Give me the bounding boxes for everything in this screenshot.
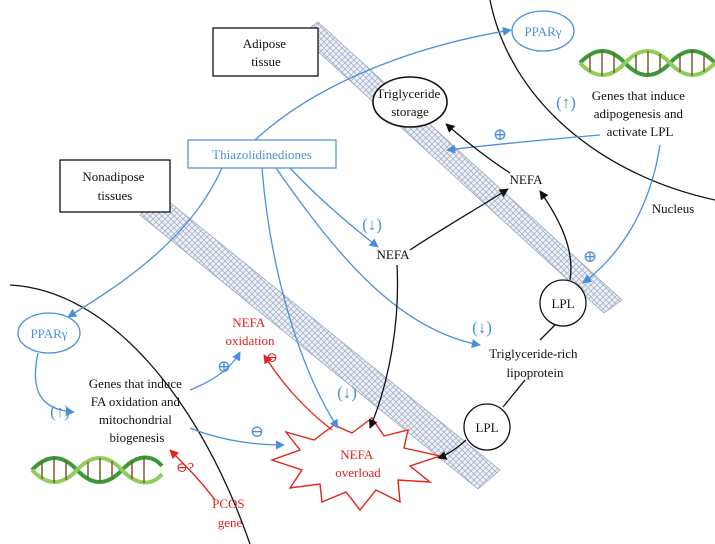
plus-sign-lpl: ⊕ bbox=[583, 247, 597, 266]
arrow-tzd-to-trl bbox=[275, 167, 481, 348]
lpl-lower-label: LPL bbox=[475, 420, 498, 435]
decrease-sign-overload: (↓) bbox=[337, 383, 357, 402]
svg-text:Adipose tissue: Adipose tissue bbox=[243, 36, 290, 69]
minus-sign-overload: ⊖ bbox=[250, 422, 264, 441]
nefa-upper-label: NEFA bbox=[510, 172, 544, 187]
genes-adipogenesis-label: activate LPL bbox=[607, 124, 674, 139]
arrow-lpl-to-overload bbox=[437, 439, 467, 460]
decrease-sign-nefa: (↓) bbox=[362, 215, 382, 234]
adipose-tissue-box bbox=[212, 27, 319, 77]
lpl-upper-label: LPL bbox=[551, 296, 574, 311]
connector-trl-to-lpl-lower bbox=[502, 379, 526, 408]
ppar-gamma-top-label: PPARγ bbox=[524, 24, 561, 39]
nonadipose-tissues-label: tissues bbox=[98, 188, 133, 203]
arrow-genes-to-lpl bbox=[582, 144, 661, 284]
arrow-tzd-to-nefa bbox=[289, 167, 379, 248]
trl-label: Triglyceride-rich bbox=[489, 346, 578, 361]
nonadipose-tissues-box bbox=[59, 159, 171, 213]
svg-text:Genes that induce adipogen: Genes that induce adipogenesis and activ… bbox=[592, 88, 688, 139]
cell-membrane-left bbox=[9, 284, 251, 544]
nucleus-label: Nucleus bbox=[652, 201, 695, 216]
arrow-genes-to-oxidation bbox=[189, 351, 241, 391]
nefa-oxidation-label: NEFA bbox=[232, 315, 266, 330]
lpl-lower-node bbox=[463, 403, 511, 451]
pcos-gene-label: gene bbox=[218, 515, 243, 530]
thiazolidinediones-box bbox=[187, 139, 337, 169]
nefa-overload-label: overload bbox=[335, 465, 381, 480]
adipose-tissue-label: Adipose bbox=[243, 36, 287, 51]
trl-label: lipoprotein bbox=[506, 365, 564, 380]
arrow-tzd-to-pparg-top bbox=[254, 26, 512, 141]
arrow-pparg-to-genes bbox=[34, 352, 75, 417]
arrow-nefa-to-overload bbox=[368, 264, 399, 429]
nefa-oxidation-label: oxidation bbox=[225, 333, 275, 348]
arrow-pcos-to-genes bbox=[169, 449, 216, 501]
svg-text:Triglyceride-rich lipoprot: Triglyceride-rich lipoprotein bbox=[489, 346, 581, 380]
ppar-gamma-left-label: PPARγ bbox=[30, 326, 67, 341]
adipose-tissue-label: tissue bbox=[251, 54, 281, 69]
ppar-gamma-left-node bbox=[17, 312, 81, 354]
triglyceride-storage-node bbox=[372, 76, 448, 128]
arrow-tzd-to-pparg-left bbox=[67, 167, 223, 318]
genes-fa-oxidation-label: Genes that induce bbox=[89, 376, 182, 391]
svg-text:NEFA oxidation: NEFA oxidation bbox=[225, 315, 275, 348]
svg-text:Nonadipose tissues: Nonadipose tissues bbox=[82, 169, 147, 203]
svg-text:NEFA overload: NEFA overload bbox=[335, 447, 381, 480]
arrow-lpl-to-nefa bbox=[539, 190, 572, 281]
minus-sign-pcos: ⊖? bbox=[176, 461, 194, 476]
triglyceride-storage-label: Triglyceride bbox=[376, 86, 440, 101]
arrow-tzd-to-overload bbox=[261, 167, 339, 429]
svg-text:Genes that induce FA oxida: Genes that induce FA oxidation and mitoc… bbox=[89, 376, 185, 445]
decrease-sign-trl: (↓) bbox=[472, 318, 492, 337]
dna-icon bbox=[30, 455, 164, 485]
plus-sign-storage: ⊕ bbox=[493, 125, 507, 144]
increase-sign-top: (↑) bbox=[556, 93, 576, 112]
nonadipose-tissues-label: Nonadipose bbox=[82, 169, 144, 184]
dna-icon bbox=[578, 49, 715, 77]
minus-sign-oxidation: ⊖ bbox=[266, 351, 278, 366]
lpl-upper-node bbox=[539, 279, 587, 327]
connector-trl-to-lpl-upper bbox=[539, 324, 556, 341]
pcos-gene-label: PCOS bbox=[212, 496, 245, 511]
arrow-nefa-to-nefa bbox=[409, 188, 509, 251]
arrow-genes-to-overload bbox=[189, 427, 285, 450]
svg-text:Triglyceride storage: Triglyceride storage bbox=[376, 86, 443, 119]
nefa-overload-label: NEFA bbox=[340, 447, 374, 462]
triglyceride-storage-label: storage bbox=[391, 104, 429, 119]
genes-adipogenesis-label: adipogenesis and bbox=[594, 106, 684, 121]
arrow-genes-to-storage bbox=[446, 134, 601, 154]
nefa-overload-burst bbox=[269, 416, 443, 512]
nefa-middle-label: NEFA bbox=[377, 247, 411, 262]
arrow-nefa-to-storage bbox=[445, 123, 511, 174]
thiazolidinediones-label: Thiazolidinediones bbox=[212, 147, 312, 162]
plus-sign-oxidation: ⊕ bbox=[217, 357, 231, 376]
svg-text:PCOS gene: PCOS gene bbox=[212, 496, 248, 530]
increase-sign-left: (↑) bbox=[50, 402, 70, 421]
arrow-overload-to-oxidation bbox=[263, 354, 333, 431]
blood-vessel-upper bbox=[299, 21, 623, 314]
genes-fa-oxidation-label: biogenesis bbox=[110, 430, 165, 445]
genes-adipogenesis-label: Genes that induce bbox=[592, 88, 685, 103]
nucleus-membrane bbox=[489, 0, 715, 201]
genes-fa-oxidation-label: FA oxidation and bbox=[91, 394, 181, 409]
genes-fa-oxidation-label: mitochondrial bbox=[99, 412, 172, 427]
ppar-gamma-top-node bbox=[511, 10, 575, 52]
